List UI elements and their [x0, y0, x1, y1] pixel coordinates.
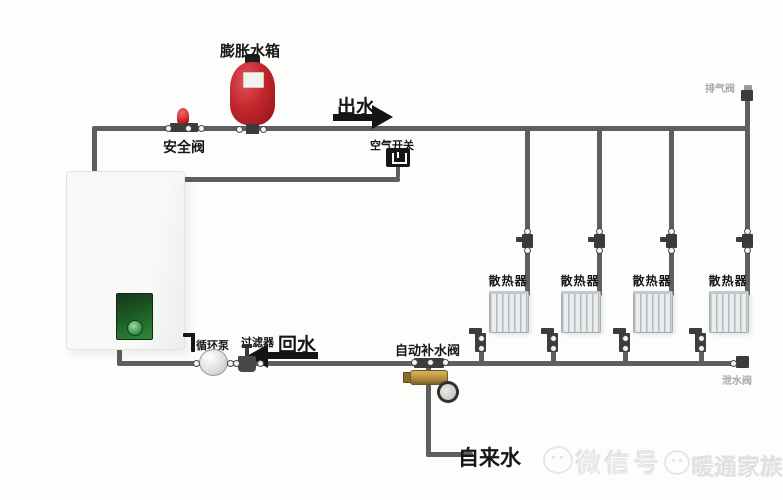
tank-sticker [243, 72, 264, 88]
auto-refill-valve-label: 自动补水阀 [395, 343, 461, 358]
watermark-wechat-label: 微信号 [576, 450, 664, 478]
tap-water-stub-pipe [426, 452, 473, 457]
watermark-smiley-icon [664, 450, 690, 475]
safety-valve-icon [177, 108, 189, 124]
drain-valve-label: 泄水阀 [722, 376, 752, 387]
radiator-unit [709, 291, 749, 333]
pipe-flange [165, 125, 172, 132]
radiator-unit [633, 291, 673, 333]
filter-icon [238, 356, 256, 372]
radiator-unit [489, 291, 529, 333]
drain-valve-icon [736, 356, 749, 368]
air-vent-valve-icon [741, 90, 753, 101]
radiator-return-riser-1 [479, 350, 484, 364]
radiator-unit [561, 291, 601, 333]
filter-icon [245, 347, 249, 357]
air-switch-stub-pipe [396, 166, 400, 178]
auto-refill-valve-icon [410, 370, 448, 385]
circulation-pump-label: 循环泵 [196, 340, 229, 352]
air-vent-label: 排气阀 [705, 84, 735, 95]
air-switch-glyph [392, 153, 407, 164]
safety-valve-label: 安全阀 [163, 139, 205, 155]
circulation-pump-icon [199, 349, 228, 376]
boiler-side-pipe [183, 177, 400, 182]
watermark-smiley-icon [543, 446, 573, 474]
radiator-label: 散热器 [708, 274, 748, 288]
pipe-flange [193, 360, 200, 367]
pipe-flange [442, 359, 449, 366]
boiler-outlet-elbow [183, 333, 195, 337]
pipe-flange [198, 125, 205, 132]
radiator-label: 散热器 [488, 274, 528, 288]
outlet-water-label: 出水 [337, 97, 376, 118]
radiator-drop-pipe-2 [597, 129, 602, 296]
pipe-flange [411, 359, 418, 366]
pipe-flange [185, 125, 192, 132]
radiator-return-riser-3 [623, 350, 628, 364]
pipe-flange [233, 360, 240, 367]
outlet-arrow [333, 114, 373, 121]
return-arrow [267, 352, 318, 359]
boiler-dial-icon [127, 320, 143, 336]
pipe-flange [260, 126, 267, 133]
pipe-flange [427, 359, 434, 366]
outlet-arrow-head [372, 105, 393, 129]
radiator-return-riser-2 [551, 350, 556, 364]
tank-cap [245, 54, 260, 64]
boiler-top-riser-pipe [92, 128, 97, 173]
tap-water-drop-pipe [426, 366, 431, 457]
pipe-flange [730, 360, 737, 367]
radiator-drop-pipe-1 [525, 129, 530, 296]
radiator-drop-pipe-3 [669, 129, 674, 296]
air-switch-glyph [397, 152, 399, 158]
expansion-tank [230, 54, 275, 134]
filter-icon [242, 344, 252, 348]
return-water-label: 回水 [278, 335, 317, 356]
wall-hung-boiler [66, 171, 185, 350]
boiler-bottom-stub-pipe [117, 345, 122, 365]
pipe-flange [236, 126, 243, 133]
radiator-label: 散热器 [560, 274, 600, 288]
supply-main-pipe [92, 126, 750, 131]
safety-valve-fitting [170, 123, 198, 132]
boiler-display-screen [116, 293, 153, 340]
expansion-tank-label: 膨胀水箱 [220, 43, 281, 60]
air-switch-icon [386, 148, 410, 167]
radiator-return-riser-4 [699, 350, 704, 364]
radiator-label: 散热器 [632, 274, 672, 288]
watermark-account-label: 暖通家族 [692, 455, 783, 480]
right-riser-pipe [745, 90, 750, 296]
air-vent-valve-icon [744, 85, 752, 91]
boiler-outlet-elbow [191, 333, 195, 352]
tank-neck-fitting [246, 124, 259, 134]
pipe-flange [257, 360, 264, 367]
tap-water-label: 自来水 [458, 447, 521, 470]
